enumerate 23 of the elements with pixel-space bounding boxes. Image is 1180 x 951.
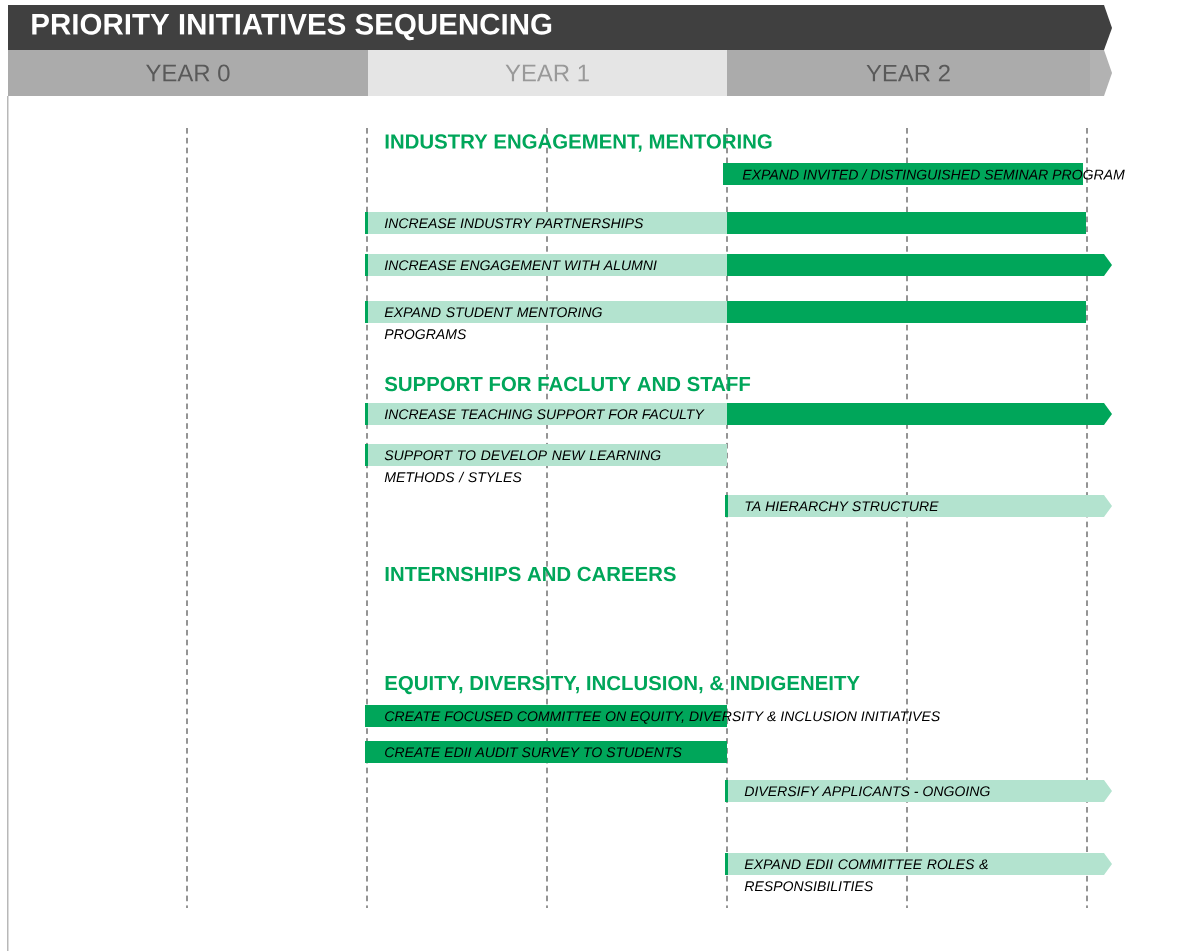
section-heading: INDUSTRY ENGAGEMENT, MENTORING — [385, 134, 772, 152]
section-heading: INTERNSHIPS AND CAREERS — [385, 566, 676, 582]
node-label: INCREASE ENGAGEMENT WITH ALUMNI — [384, 260, 657, 271]
timeline-bar: INCREASE INDUSTRY PARTNERSHIPS — [365, 212, 1086, 234]
year-band: YEAR 1 — [368, 50, 727, 96]
timeline-bar: INCREASE TEACHING SUPPORT FOR FACULTY — [365, 403, 1112, 425]
timeline-bar: EXPAND EDII COMMITTEE ROLES & RESPONSIBILITIES — [725, 853, 1112, 892]
timeline-bar: CREATE EDII AUDIT SURVEY TO STUDENTS — [365, 741, 727, 763]
node-label: RESPONSIBILITIES — [744, 881, 874, 892]
year-band: YEAR 2 — [727, 50, 1112, 96]
timeline-bar: INCREASE ENGAGEMENT WITH ALUMNI — [365, 254, 1112, 276]
timeline-bar: SUPPORT TO DEVELOP NEW LEARNING METHODS / STYLES — [365, 444, 727, 483]
node-label: EXPAND EDII COMMITTEE ROLES & — [744, 859, 988, 870]
year-band: YEAR 0 — [8, 50, 368, 96]
timeline-bar: DIVERSIFY APPLICANTS - ONGOING — [725, 780, 1112, 802]
node-label: PROGRAMS — [384, 329, 467, 340]
section-heading: EQUITY, DIVERSITY, INCLUSION, & INDIGENEITY — [385, 675, 860, 695]
title-banner: PRIORITY INITIATIVES SEQUENCING — [8, 5, 1112, 50]
node-label: METHODS / STYLES — [384, 471, 522, 483]
node-label: INCREASE TEACHING SUPPORT FOR FACULTY — [384, 409, 705, 420]
timeline-bar: EXPAND STUDENT MENTORING PROGRAMS — [365, 301, 1086, 340]
timeline-bar: TA HIERARCHY STRUCTURE — [725, 495, 1112, 517]
section-heading: SUPPORT FOR FACLUTY AND STAFF — [384, 376, 751, 392]
